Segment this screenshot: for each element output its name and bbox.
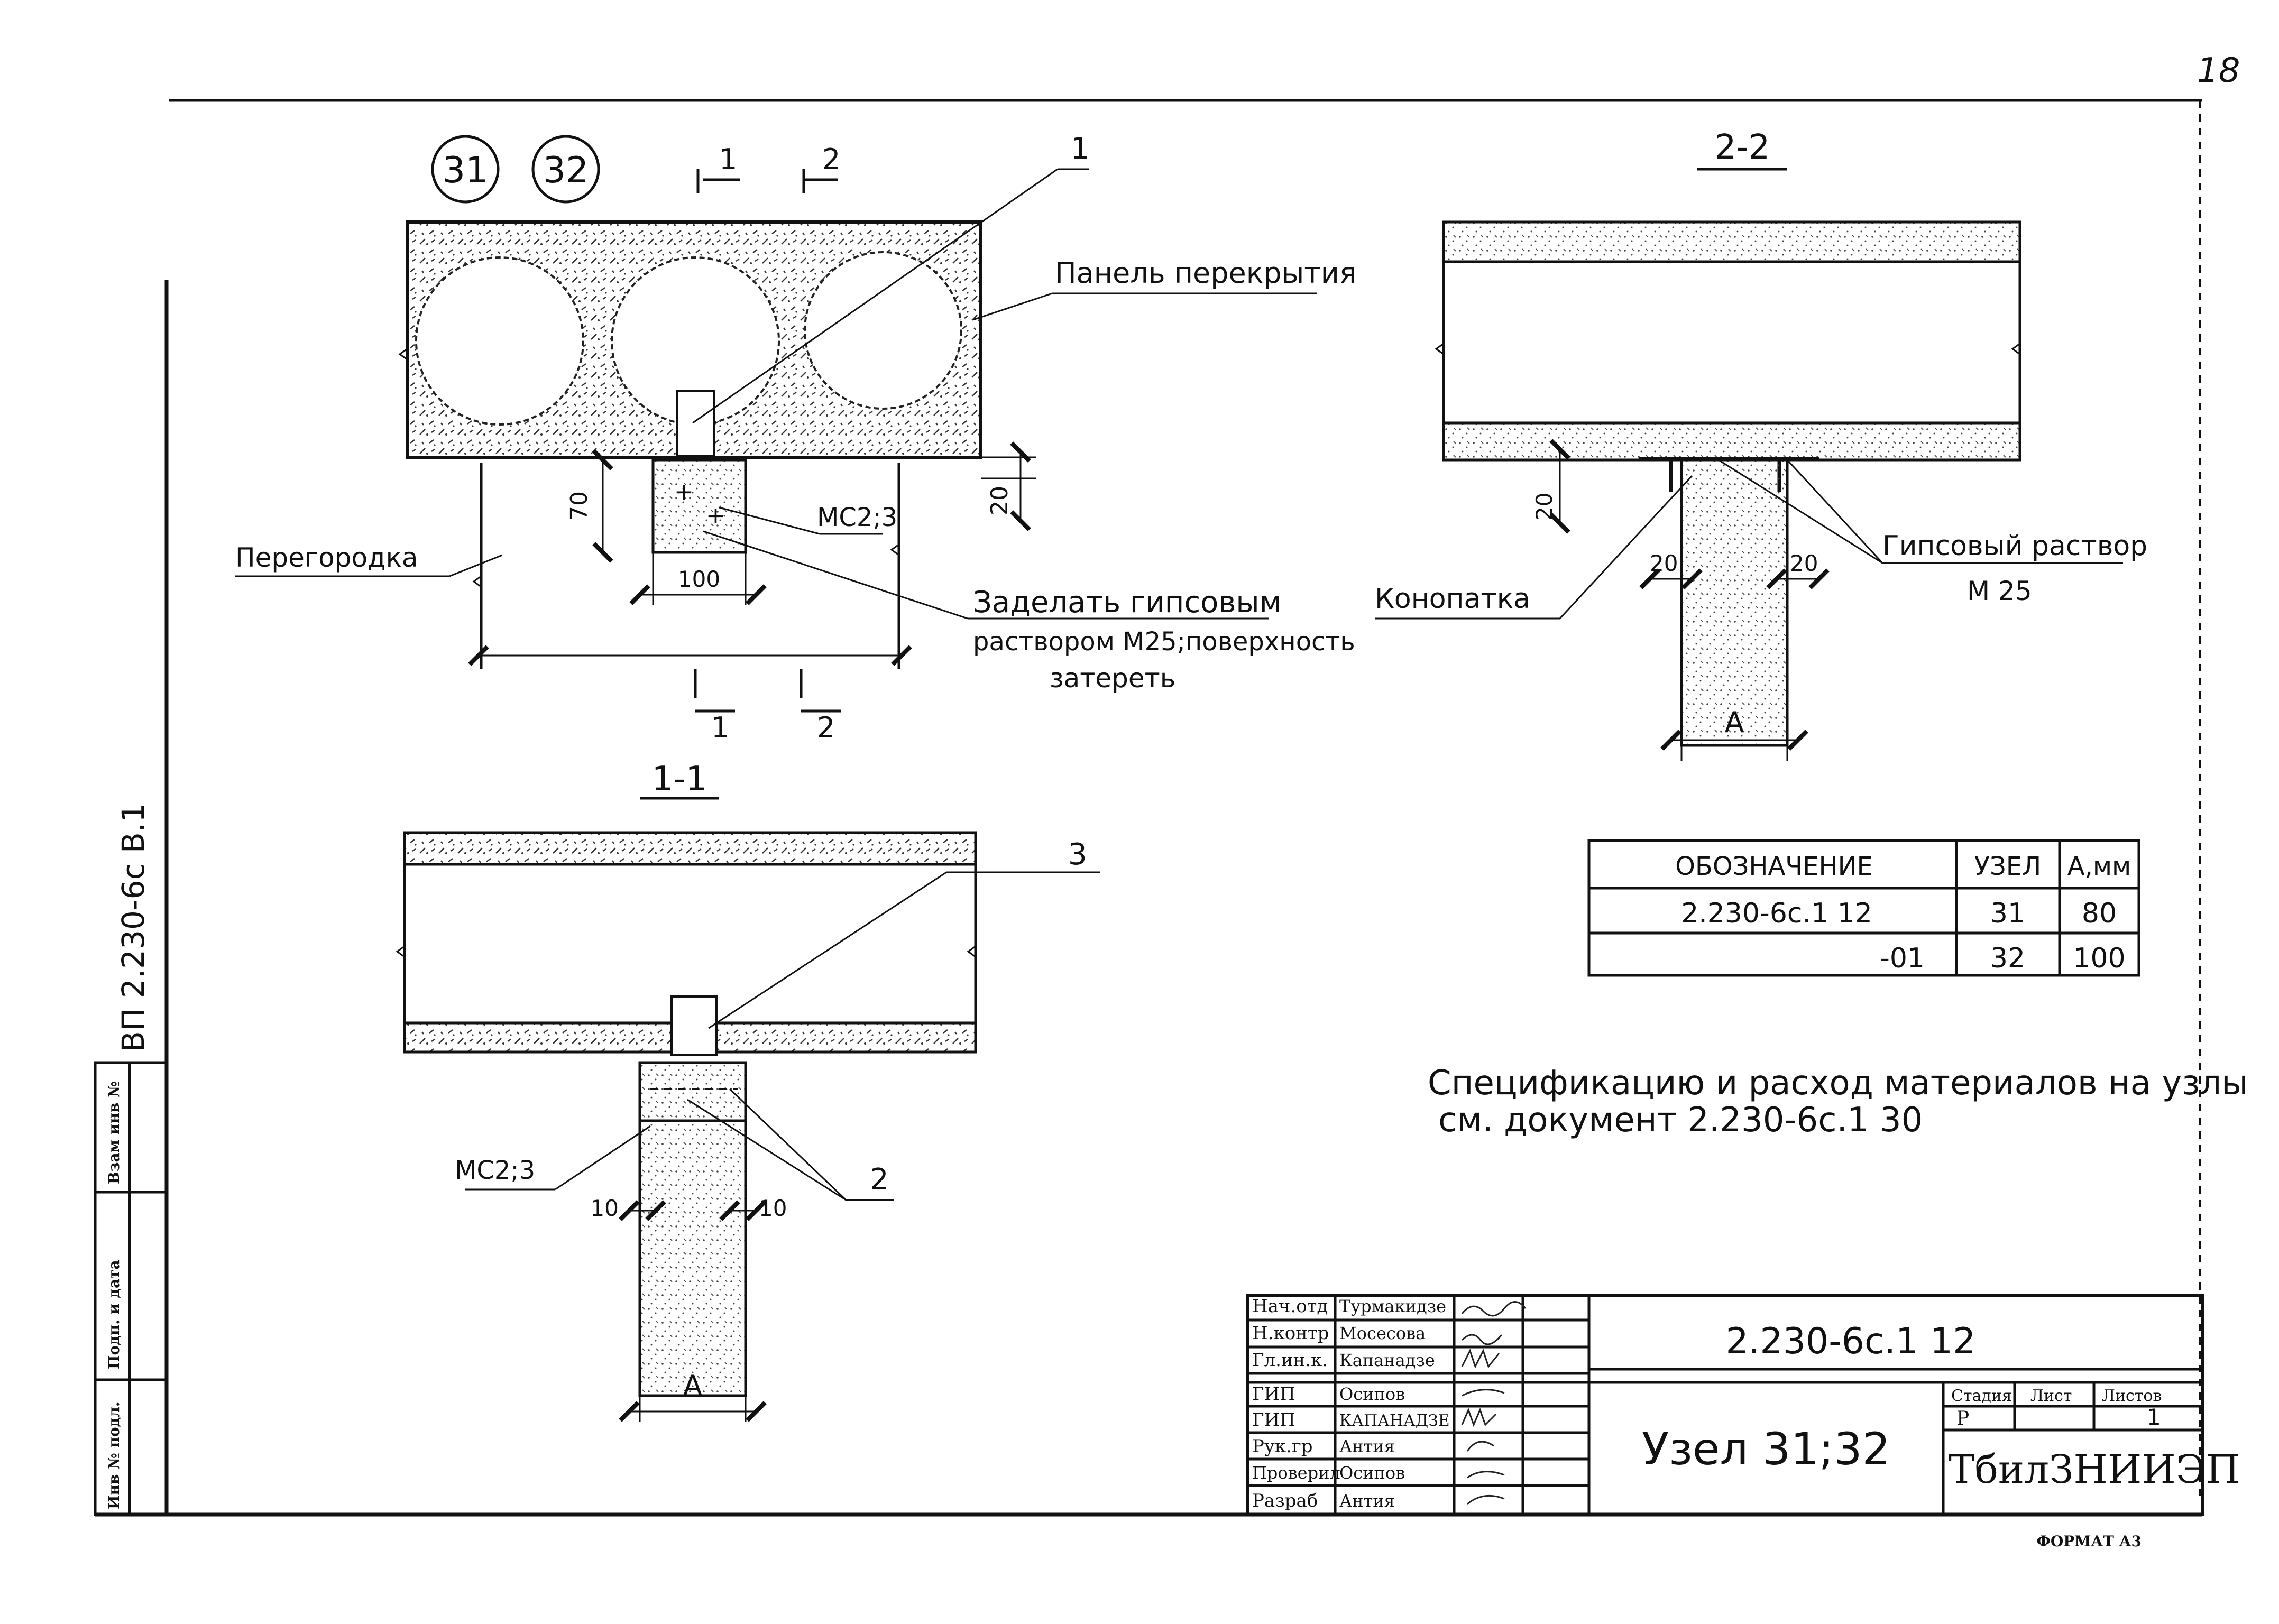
svg-text:1: 1 xyxy=(711,711,729,744)
spec-cell: 31 xyxy=(1990,898,2025,929)
sheets-value: 1 xyxy=(2147,1404,2161,1430)
dim-10-left: 10 xyxy=(591,1195,619,1221)
drawing-title: Узел 31;32 xyxy=(1642,1423,1890,1475)
document-code: 2.230-6с.1 12 xyxy=(1726,1321,1976,1362)
ms-label-plan: МС2;3 xyxy=(817,503,897,532)
spec-header-designation: ОБОЗНАЧЕНИЕ xyxy=(1675,852,1873,881)
section-cut-2-bottom: 2 xyxy=(800,669,841,744)
rib-insert xyxy=(670,995,718,1056)
gypsum-label: Гипсовый раствор xyxy=(1882,530,2147,562)
signer-role: Проверил xyxy=(1252,1463,1340,1483)
partition-label: Перегородка xyxy=(235,542,418,573)
dim-100: 100 xyxy=(678,566,720,592)
stage-value: Р xyxy=(1956,1408,1969,1429)
fill-note-2: раствором М25;поверхность xyxy=(973,627,1355,657)
spec-cell: -01 xyxy=(1880,943,1925,974)
stamp-inv-podl: Инв № подл. xyxy=(105,1401,123,1509)
svg-text:+: + xyxy=(674,478,694,505)
dim-20-plan: 20 xyxy=(986,486,1013,515)
slab-void xyxy=(415,256,584,426)
spec-cell: 32 xyxy=(1990,943,2025,974)
dim-20-right: 20 xyxy=(1790,550,1818,576)
fill-note-3: затереть xyxy=(1050,663,1175,694)
side-stamp: Инв № подл. Подп. и дата Взам инв № ВП 2… xyxy=(94,803,168,1516)
section-cut-2-top: 2 xyxy=(802,143,840,193)
spec-cell: 80 xyxy=(2082,898,2117,929)
slab-void xyxy=(804,251,962,410)
signer-role: Рук.гр xyxy=(1252,1436,1313,1457)
callout-1: 1 xyxy=(1071,132,1090,166)
section-2-2-title: 2-2 xyxy=(1715,128,1770,167)
title-block: Нач.отд Турмакидзе Н.контр Мосесова Гл.и… xyxy=(1246,1294,2240,1516)
svg-text:1: 1 xyxy=(719,143,737,176)
plan-bracket xyxy=(651,458,747,554)
series-code: ВП 2.230-6с В.1 xyxy=(115,803,151,1052)
dim-70: 70 xyxy=(566,491,593,521)
spec-cell: 2.230-6с.1 12 xyxy=(1681,898,1872,929)
section-1-1-title: 1-1 xyxy=(652,760,707,799)
page-number: 18 xyxy=(2197,51,2240,90)
svg-text:31: 31 xyxy=(443,150,489,191)
slab-insert xyxy=(676,390,715,457)
signer-role: Нач.отд xyxy=(1252,1296,1328,1317)
signer-name: Осипов xyxy=(1339,1463,1405,1483)
spec-cell: 100 xyxy=(2073,943,2125,974)
signer-role: Разраб xyxy=(1252,1490,1318,1511)
slab-label: Панель перекрытия xyxy=(1055,256,1356,290)
spec-table: ОБОЗНАЧЕНИЕ УЗЕЛ А,мм 2.230-6с.1 12 31 8… xyxy=(1587,839,2140,977)
partition-wall xyxy=(638,1119,747,1397)
dim-A-section11: А xyxy=(683,1369,703,1402)
section-2-2: 2-2 20 20 20 А xyxy=(1375,128,2123,761)
organization: ТбилЗНИИЭП xyxy=(1949,1447,2240,1492)
svg-text:32: 32 xyxy=(543,150,589,191)
signature-marks xyxy=(1461,1301,1527,1505)
signer-name: Антия xyxy=(1339,1491,1395,1511)
signer-name: Мосесова xyxy=(1339,1323,1426,1343)
section-1-1: 1-1 10 10 А xyxy=(396,760,1100,1422)
callout-3: 3 xyxy=(1068,837,1087,872)
signer-name: Антия xyxy=(1339,1436,1395,1456)
section-cut-1-top: 1 xyxy=(696,143,740,193)
spec-note-line-2: см. документ 2.230-6с.1 30 xyxy=(1438,1101,1923,1140)
gypsum-grade: М 25 xyxy=(1967,576,2032,606)
sheets-header: Листов xyxy=(2102,1387,2162,1405)
caulk-label: Конопатка xyxy=(1375,583,1530,615)
svg-text:2: 2 xyxy=(817,711,835,744)
svg-text:2: 2 xyxy=(822,143,840,176)
spec-header-node: УЗЕЛ xyxy=(1974,852,2041,881)
node-marker-31: 31 xyxy=(431,135,500,204)
dim-10-right: 10 xyxy=(759,1195,787,1221)
stamp-vzam-inv: Взам инв № xyxy=(105,1081,123,1184)
dim-20-section: 20 xyxy=(1531,493,1557,521)
stamp-podp-data: Подп. и дата xyxy=(105,1260,123,1369)
ms-label-section: МС2;3 xyxy=(455,1156,535,1185)
signer-role: ГИП xyxy=(1252,1383,1295,1405)
signer-role: Н.контр xyxy=(1252,1323,1329,1344)
signer-name: Осипов xyxy=(1339,1384,1405,1404)
dim-A-section22: А xyxy=(1725,706,1744,739)
section-bracket xyxy=(638,1061,747,1122)
fill-note-1: Заделать гипсовым xyxy=(973,585,1282,620)
callout-2: 2 xyxy=(870,1162,889,1197)
signer-name: Капанадзе xyxy=(1339,1350,1435,1370)
signer-name: Турмакидзе xyxy=(1339,1296,1446,1316)
signer-role: Гл.ин.к. xyxy=(1252,1350,1328,1371)
sheet-header: Лист xyxy=(2030,1387,2072,1405)
section-cut-1-bottom: 1 xyxy=(694,669,735,744)
partition-wall-2-2 xyxy=(1680,458,1789,747)
spec-note-line-1: Спецификацию и расход материалов на узлы xyxy=(1428,1064,2248,1103)
node-marker-32: 32 xyxy=(531,135,600,204)
svg-text:+: + xyxy=(706,502,725,529)
dim-20-left: 20 xyxy=(1650,550,1678,576)
sheet-format: ФОРМАТ А3 xyxy=(2036,1533,2142,1550)
plan-view: + + 70 20 100 1 2 1 xyxy=(235,143,1317,744)
stage-header: Стадия xyxy=(1951,1387,2012,1405)
signer-role: ГИП xyxy=(1252,1409,1295,1431)
spec-header-a: А,мм xyxy=(2067,852,2131,881)
signer-name: КАПАНАДЗЕ xyxy=(1339,1411,1450,1430)
